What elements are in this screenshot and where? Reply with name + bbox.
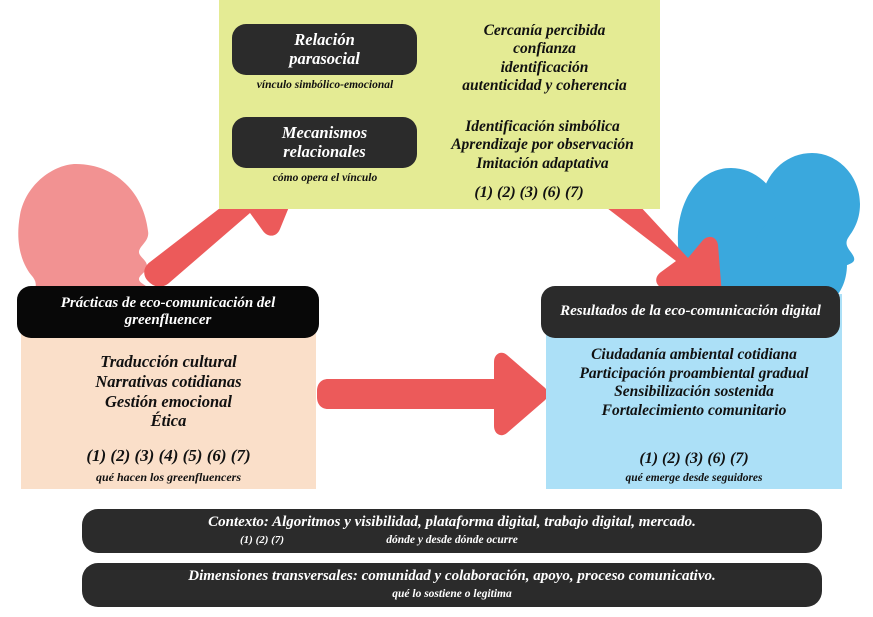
results-codes: (1) (2) (3) (6) (7): [639, 450, 749, 467]
results-header: Resultados de la eco-comunicación digita…: [541, 286, 840, 338]
relational-codes: (1) (2) (3) (6) (7): [474, 184, 584, 201]
dimensions-bar-title: Dimensiones transversales: comunidad y c…: [188, 568, 716, 584]
pill-relacion-parasocial: Relación parasocial: [232, 24, 417, 75]
pill-mecanismos-relacionales: Mecanismos relacionales: [232, 117, 417, 168]
context-bar-subtitle: dónde y desde dónde ocurre: [386, 534, 518, 546]
context-bar: Contexto: Algoritmos y visibilidad, plat…: [82, 509, 822, 553]
results-caption: qué emerge desde seguidores: [625, 472, 763, 484]
caption-relacion-parasocial: vínculo simbólico-emocional: [256, 79, 394, 91]
practices-caption: qué hacen los greenfluencers: [96, 470, 241, 484]
relational-outcomes-bottom: Identificación simbólica Aprendizaje por…: [451, 118, 634, 172]
relational-panel: Relación parasocial vínculo simbólico-em…: [219, 0, 660, 209]
dimensions-bar: Dimensiones transversales: comunidad y c…: [82, 563, 822, 607]
practices-codes: (1) (2) (3) (4) (5) (6) (7): [86, 446, 251, 465]
practices-items: Traducción cultural Narrativas cotidiana…: [95, 352, 242, 431]
caption-mecanismos-relacionales: cómo opera el vínculo: [272, 172, 378, 184]
practices-header: Prácticas de eco-comunicación del greenf…: [17, 286, 319, 338]
relational-outcomes-top: Cercanía percibida confianza identificac…: [462, 22, 627, 94]
dimensions-bar-subtitle: qué lo sostiene o legitima: [392, 588, 512, 600]
results-items: Ciudadanía ambiental cotidiana Participa…: [579, 346, 809, 419]
arrow-right-icon: [317, 352, 548, 436]
context-bar-title: Contexto: Algoritmos y visibilidad, plat…: [208, 514, 696, 530]
context-bar-codes: (1) (2) (7): [240, 534, 284, 546]
